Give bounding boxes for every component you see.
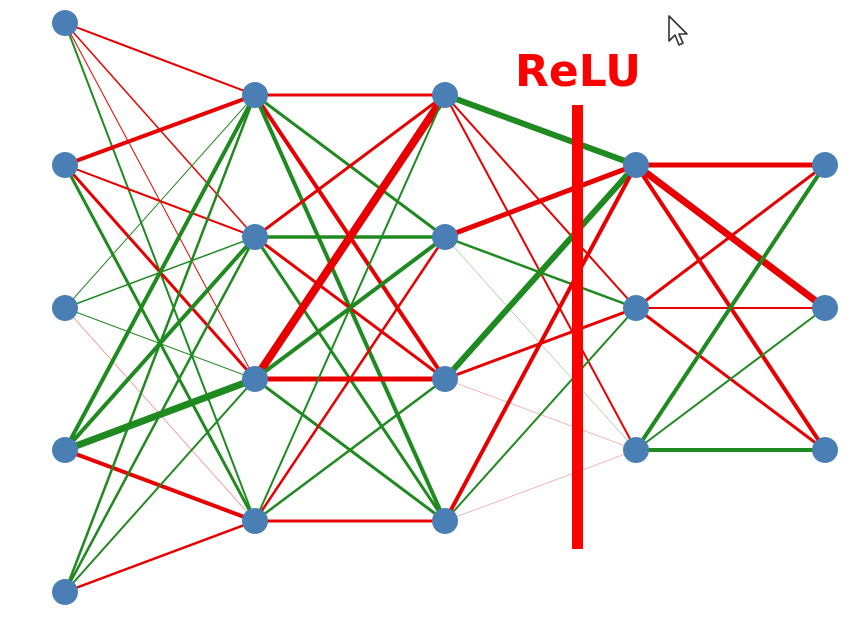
connection-edge <box>444 307 637 522</box>
layer-1-node <box>52 10 78 36</box>
layer-1-node <box>52 152 78 178</box>
connection-edge <box>443 163 638 523</box>
layer-3-node <box>432 82 458 108</box>
connection-edge <box>63 519 257 594</box>
connection-edge <box>63 93 257 594</box>
connection-edge <box>253 235 447 523</box>
layer-2-node <box>242 224 268 250</box>
connection-edge <box>64 94 256 309</box>
neuron-nodes <box>52 10 838 605</box>
layer-5-node <box>812 295 838 321</box>
connection-edge <box>442 162 639 240</box>
layer-2-node <box>242 82 268 108</box>
connection-edge <box>254 94 446 522</box>
connection-edge <box>635 307 826 451</box>
connection-edge <box>634 163 827 452</box>
layer-5-node <box>812 437 838 463</box>
layer-4-node <box>623 295 649 321</box>
layer-3-node <box>432 224 458 250</box>
layer-1-node <box>52 437 78 463</box>
connection-edge <box>251 91 449 383</box>
connection-edge <box>63 93 257 452</box>
layer-3-node <box>432 366 458 392</box>
connection-edge <box>63 93 257 167</box>
layer-5-node <box>812 152 838 178</box>
relu-label: ReLU <box>515 46 641 97</box>
relu-divider-bar <box>572 105 583 549</box>
connection-edge <box>64 22 256 96</box>
connection-edge <box>444 449 637 522</box>
layer-2-node <box>242 508 268 534</box>
layer-2-node <box>242 366 268 392</box>
mouse-pointer-icon <box>668 15 688 46</box>
connection-edge <box>442 92 639 168</box>
layer-3-node <box>432 508 458 534</box>
layer-4-node <box>623 437 649 463</box>
connection-edge <box>442 162 639 382</box>
layer-1-node <box>52 295 78 321</box>
connection-edge <box>63 235 257 594</box>
connection-edge <box>253 377 447 523</box>
connection-edge <box>64 378 256 593</box>
layer-1-node <box>52 579 78 605</box>
connection-edge <box>253 93 447 239</box>
connection-edge <box>634 163 827 310</box>
connection-edges <box>61 22 829 594</box>
layer-4-node <box>623 152 649 178</box>
